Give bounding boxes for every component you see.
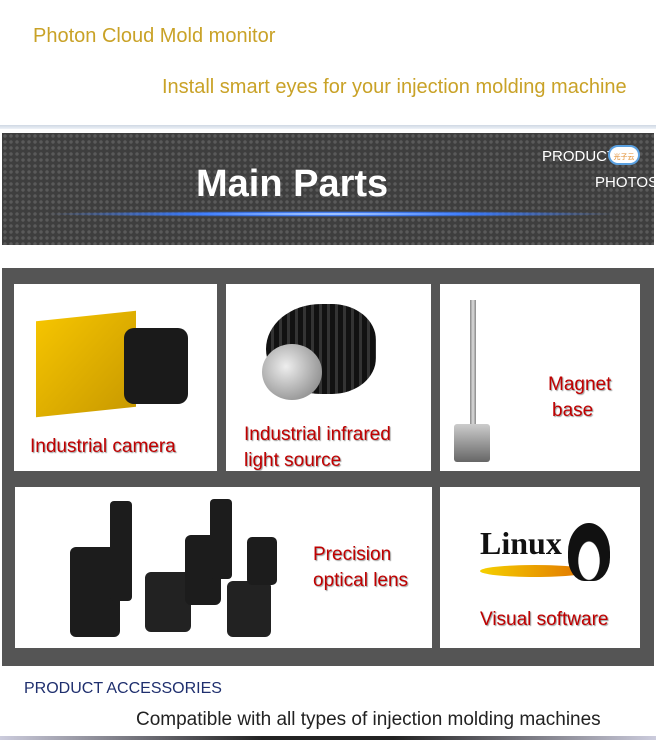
banner-title: Main Parts <box>196 163 389 205</box>
photos-label: PHOTOS <box>595 174 654 191</box>
light-glass-icon <box>262 344 322 400</box>
part-label-line1: Precision <box>313 544 392 565</box>
tagline: Install smart eyes for your injection mo… <box>162 76 627 98</box>
camera-lens-icon <box>124 328 188 404</box>
part-label-line2: base <box>552 400 594 421</box>
footer-divider <box>0 736 656 740</box>
part-card-camera: Industrial camera <box>14 284 217 471</box>
part-card-magnet: Magnet base <box>440 284 640 471</box>
part-card-light: Industrial infrared light source <box>226 284 431 471</box>
part-label: Industrial camera <box>30 436 176 457</box>
lens-icon <box>227 581 271 637</box>
part-label-line2: optical lens <box>313 570 409 591</box>
light-streak <box>42 211 622 217</box>
cloud-logo-icon: 光子云 <box>608 145 640 165</box>
product-label: PRODUCT <box>542 148 617 165</box>
accessories-heading: PRODUCT ACCESSORIES <box>24 680 222 697</box>
compatibility-text: Compatible with all types of injection m… <box>136 709 601 730</box>
magnet-base-icon <box>470 300 476 430</box>
camera-icon <box>36 310 136 418</box>
lens-icon <box>210 499 232 579</box>
tux-icon <box>568 523 610 581</box>
linux-logo-text: Linux <box>480 525 562 561</box>
swoosh-icon <box>480 565 590 577</box>
part-label-line1: Industrial infrared <box>244 424 391 445</box>
divider <box>0 125 656 129</box>
cloud-logo-text: 光子云 <box>613 153 635 161</box>
brand-title: Photon Cloud Mold monitor <box>33 25 276 47</box>
main-parts-banner: Main Parts PRODUCT 光子云 PHOTOS <box>2 133 654 245</box>
part-card-software: Linux Visual software <box>440 487 640 648</box>
lens-icon <box>110 501 132 601</box>
lens-icon <box>247 537 277 585</box>
part-label-line2: light source <box>244 450 342 471</box>
lens-icon <box>145 572 191 632</box>
part-label-line1: Magnet <box>548 374 612 395</box>
magnet-block-icon <box>454 424 490 462</box>
part-card-lens: Precision optical lens <box>15 487 432 648</box>
part-label: Visual software <box>480 609 609 630</box>
